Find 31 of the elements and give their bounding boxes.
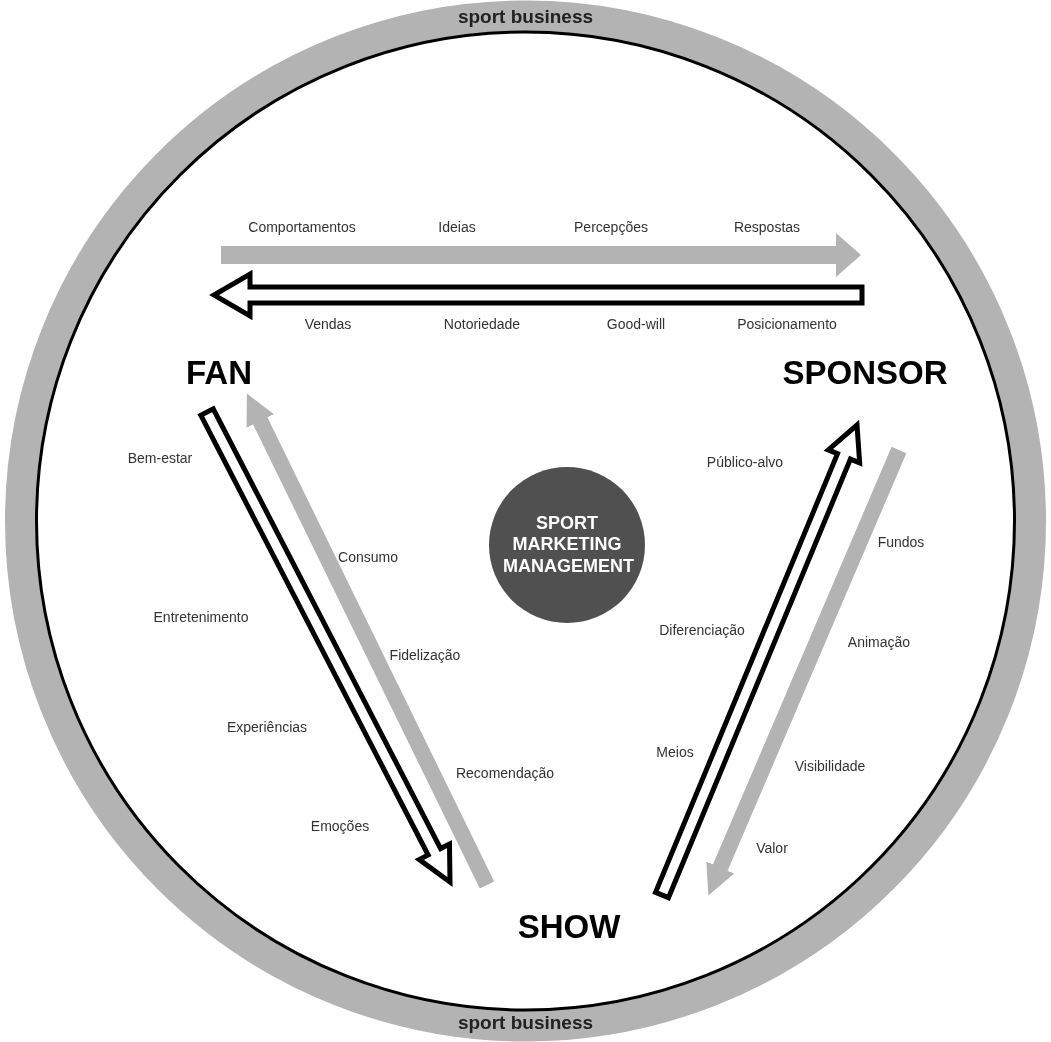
flow-term: Respostas xyxy=(733,219,801,235)
flow-term: Fidelização xyxy=(389,647,461,663)
flow-term: Percepções xyxy=(574,219,648,235)
ring-label: sport business xyxy=(457,1012,594,1034)
flow-term: Meios xyxy=(656,744,694,760)
flow-term: Emoções xyxy=(310,818,370,834)
flow-term: Recomendação xyxy=(455,765,555,781)
node-label: SPONSOR xyxy=(770,350,960,396)
flow-term: Valor xyxy=(756,840,788,856)
flow-term: Posicionamento xyxy=(737,316,837,332)
flow-term: Good-will xyxy=(606,316,666,332)
flow-term: Consumo xyxy=(338,549,398,565)
ring-label: sport business xyxy=(457,6,594,28)
flow-term: Visibilidade xyxy=(794,758,866,774)
flow-term: Vendas xyxy=(304,316,352,332)
node-label: SHOW xyxy=(508,903,630,951)
node-label: FAN xyxy=(176,350,262,396)
arrow xyxy=(652,419,863,901)
flow-term: Fundos xyxy=(877,534,925,550)
arrow xyxy=(706,446,907,896)
flow-term: Notoriedade xyxy=(443,316,521,332)
flow-term: Animação xyxy=(847,634,911,650)
flow-term: Comportamentos xyxy=(248,219,356,235)
flow-term: Bem-estar xyxy=(127,450,193,466)
flow-term: Entretenimento xyxy=(153,609,249,625)
arrow xyxy=(197,405,453,887)
flow-term: Diferenciação xyxy=(659,622,745,638)
arrow xyxy=(246,393,495,889)
flow-term: Ideias xyxy=(438,219,476,235)
flow-term: Experiências xyxy=(226,719,308,735)
flow-term: Público-alvo xyxy=(706,454,784,470)
